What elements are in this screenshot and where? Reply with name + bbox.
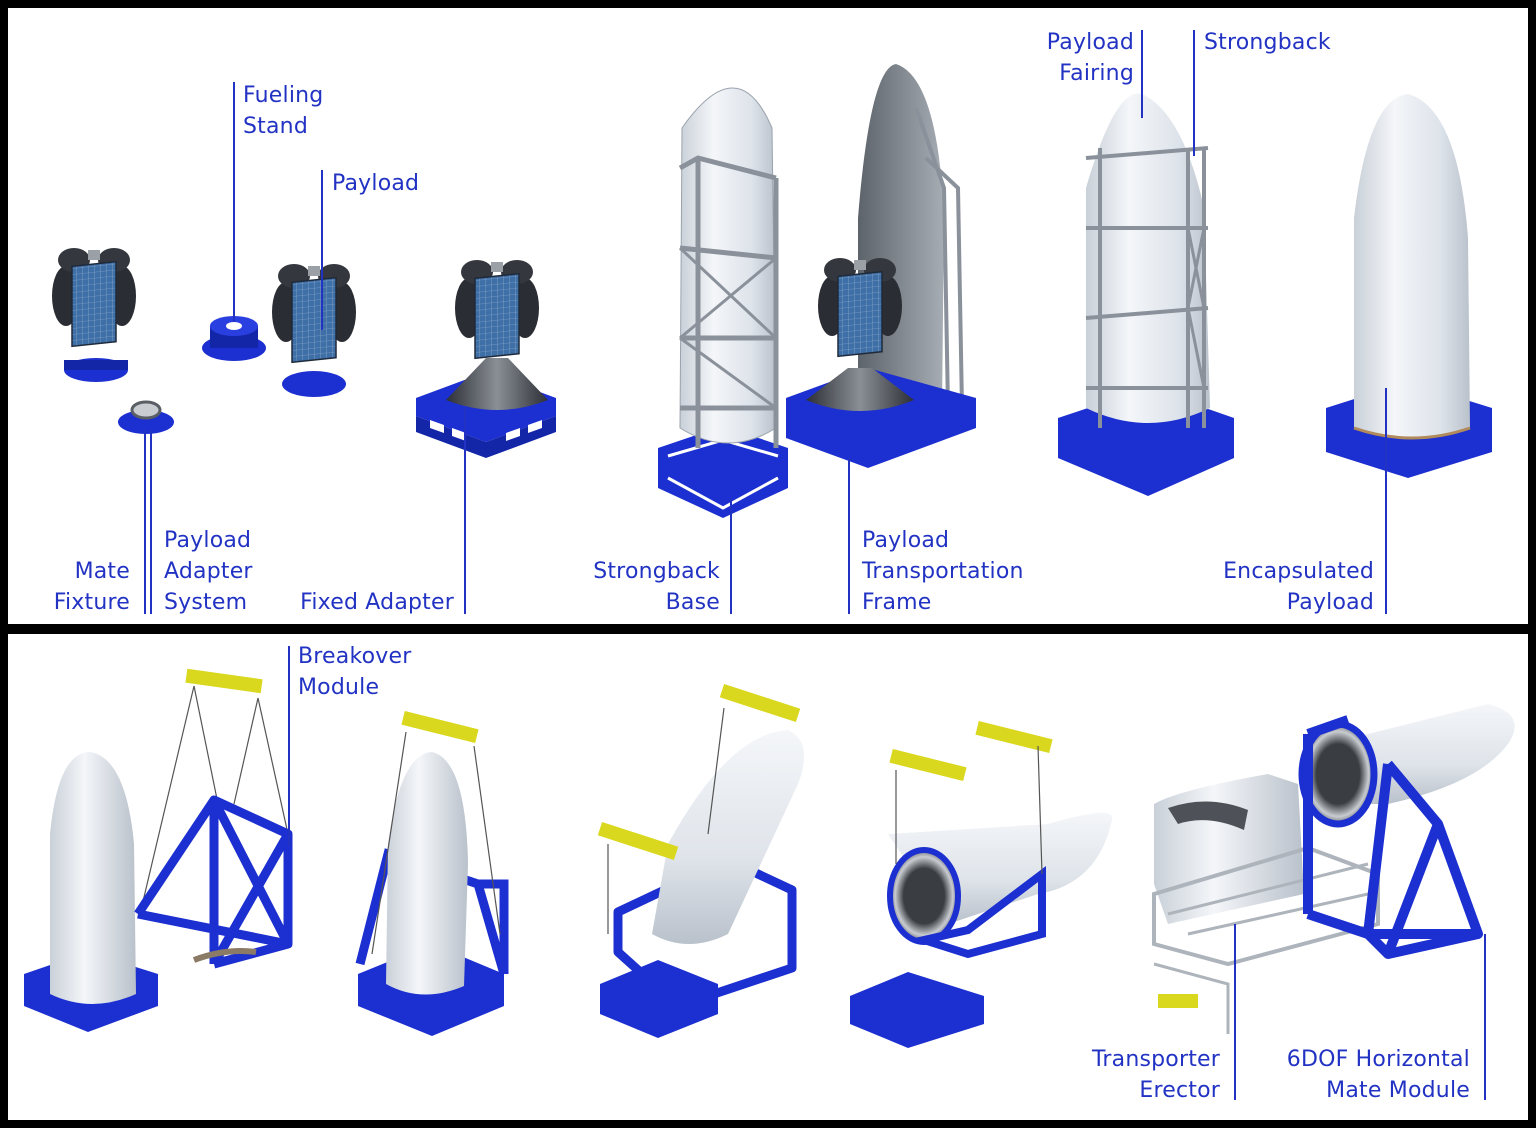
- fairing-strongback-illustration: [1058, 93, 1234, 496]
- bottom-illustrations: [24, 668, 1515, 1048]
- leader-payload-fairing: [1141, 30, 1143, 118]
- label-mate-fixture: Mate Fixture: [53, 559, 130, 615]
- leader-payload: [321, 170, 323, 330]
- strongback-base-illustration: [658, 87, 788, 518]
- leader-payload-transportation-frame: [848, 458, 850, 614]
- leader-strongback: [1193, 30, 1195, 156]
- encapsulated-payload-illustration: [1326, 94, 1492, 478]
- leader-fixed-adapter: [464, 408, 466, 614]
- horizontal-mate-module-illustration: [1298, 704, 1515, 959]
- breakover-step-3-illustration: [597, 683, 805, 1038]
- breakover-step-4-illustration: [850, 721, 1113, 1048]
- payload-adapter-system-illustration: [118, 400, 174, 434]
- label-fixed-adapter: Fixed Adapter: [300, 590, 454, 615]
- leader-horizontal-mate-module: [1484, 934, 1486, 1100]
- top-illustrations: [51, 64, 1492, 518]
- label-payload-adapter-system: Payload Adapter System: [164, 528, 253, 615]
- label-strongback: Strongback: [1204, 30, 1331, 55]
- mate-fixture-illustration: [51, 247, 137, 382]
- leader-encapsulated-payload: [1385, 388, 1387, 614]
- leader-breakover-module: [288, 646, 290, 846]
- payload-transportation-frame-illustration: [786, 64, 976, 468]
- top-panel: Fueling Stand Payload Payload Fairing St…: [8, 8, 1528, 624]
- payload-illustration: [271, 263, 357, 397]
- label-breakover-module: Breakover Module: [298, 644, 412, 700]
- fixed-adapter-illustration: [416, 259, 556, 458]
- label-horizontal-mate-module: 6DOF Horizontal Mate Module: [1286, 1047, 1470, 1103]
- label-fueling-stand: Fueling Stand: [243, 83, 324, 139]
- bottom-panel: Breakover Module Transporter Erector 6DO…: [8, 634, 1528, 1120]
- breakover-step-1-illustration: [24, 668, 293, 1032]
- label-strongback-base: Strongback Base: [593, 559, 720, 615]
- label-payload: Payload: [332, 171, 420, 196]
- label-payload-fairing: Payload Fairing: [1046, 30, 1134, 86]
- leader-fueling-stand: [233, 82, 235, 322]
- label-encapsulated-payload: Encapsulated Payload: [1223, 559, 1374, 615]
- label-transporter-erector: Transporter Erector: [1091, 1047, 1220, 1103]
- leader-payload-adapter-system: [150, 430, 152, 614]
- leader-transporter-erector: [1234, 924, 1236, 1100]
- leader-mate-fixture: [144, 430, 146, 614]
- fueling-stand-illustration: [202, 316, 266, 361]
- transporter-erector-illustration: [1152, 774, 1380, 1034]
- breakover-step-2-illustration: [355, 711, 509, 1036]
- label-payload-transportation-frame: Payload Transportation Frame: [862, 528, 1024, 615]
- leader-strongback-base: [730, 498, 732, 614]
